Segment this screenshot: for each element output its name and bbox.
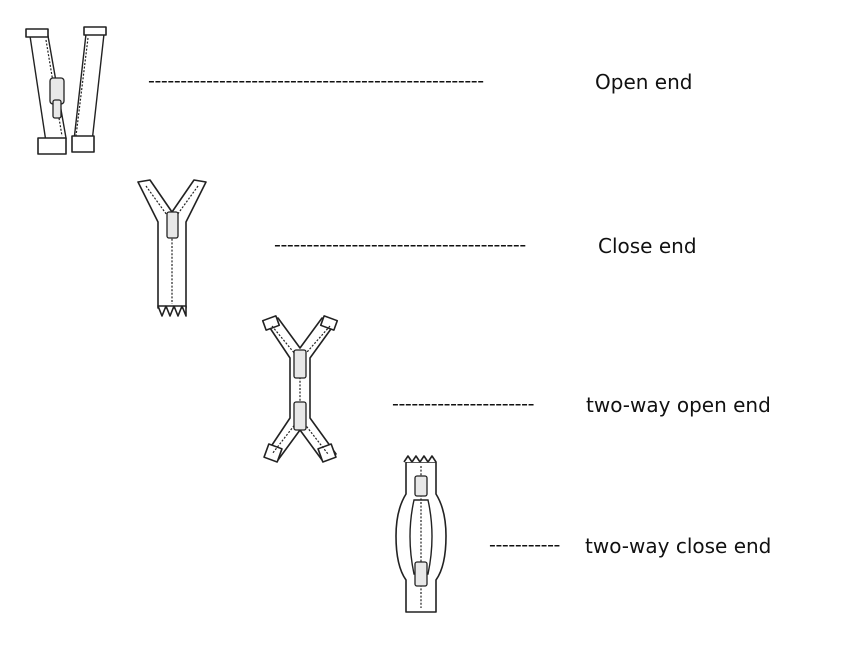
label-close-end: Close end [598,234,697,258]
leader-line: --------------------------------------- [274,234,526,256]
label-two-way-close-end: two-way close end [585,534,772,558]
label-two-way-open-end: two-way open end [586,393,771,417]
leader-line: ---------------------- [392,393,535,415]
label-open-end: Open end [595,70,693,94]
leader-line: ----------- [489,534,561,556]
leader-line: ----------------------------------------… [148,70,484,92]
